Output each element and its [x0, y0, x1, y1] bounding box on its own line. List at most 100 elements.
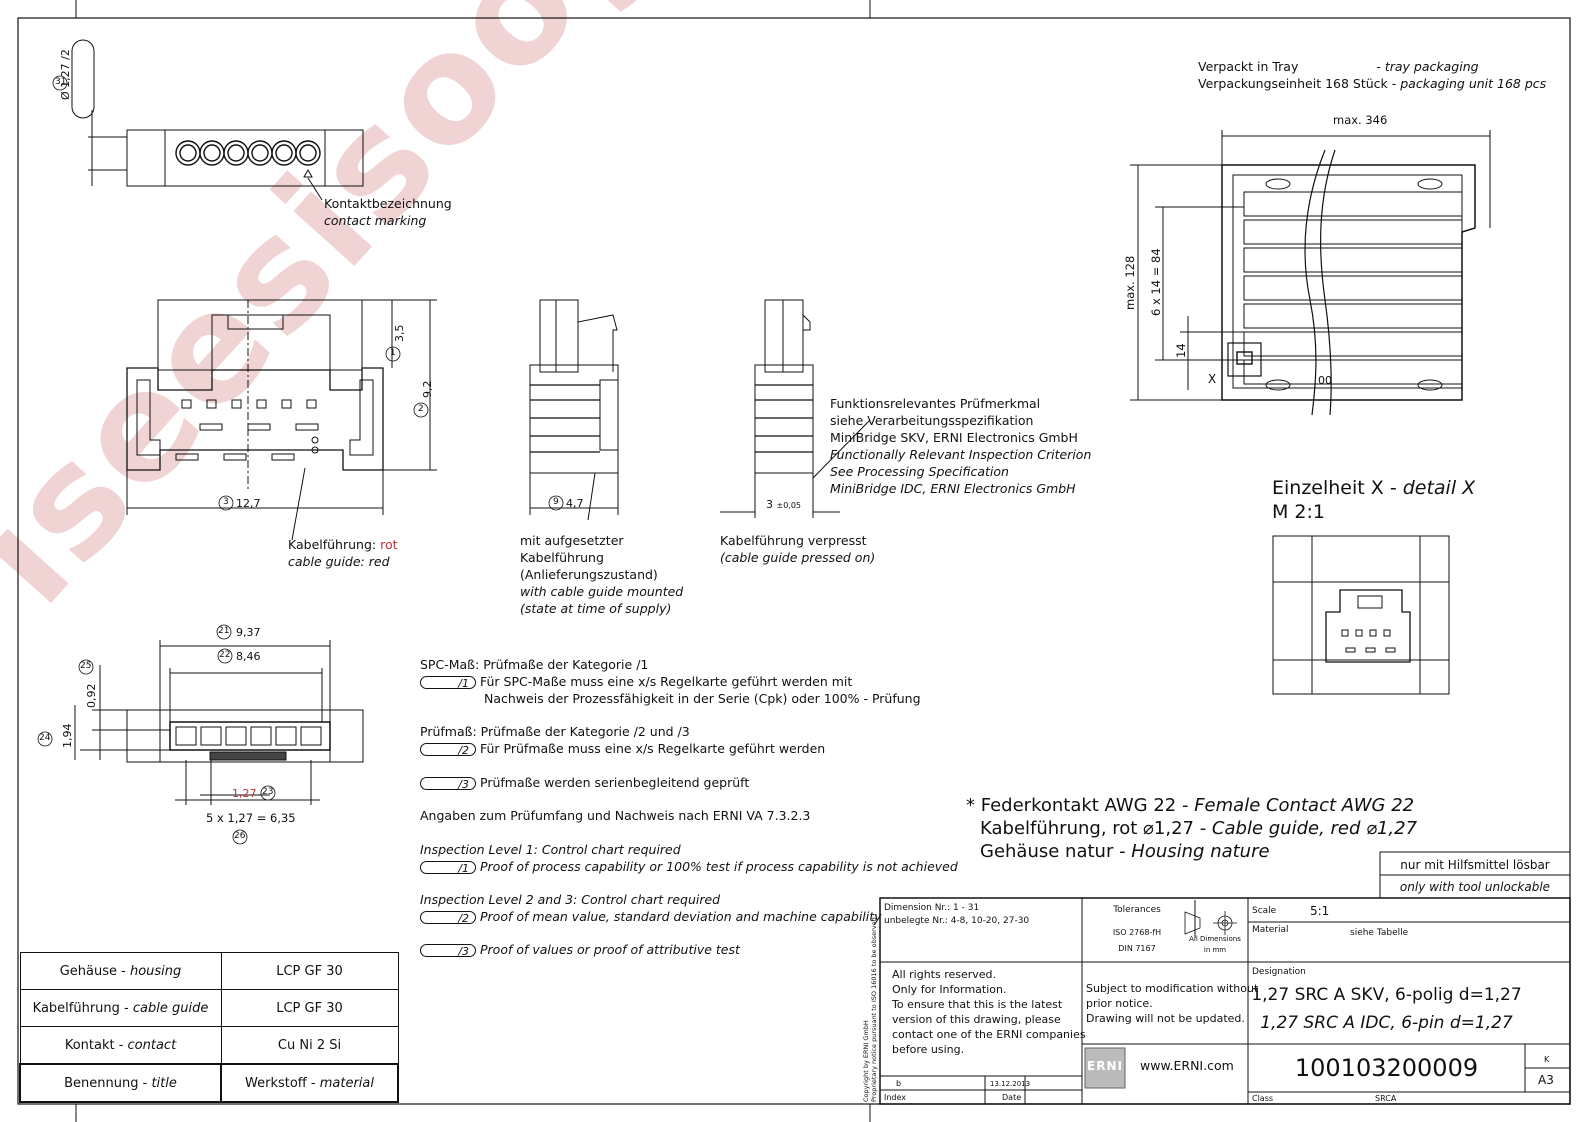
top-view: [74, 640, 364, 805]
dim-4-7: 4,7: [566, 497, 584, 510]
dim-9-2: 9,2: [421, 380, 434, 399]
side-view: [529, 299, 619, 521]
dim-1-94: 1,94: [61, 723, 74, 749]
sheet-frame: [17, 0, 1571, 1122]
dim-3: 3 ±0,05: [766, 498, 802, 511]
spc-row-1b: Nachweis der Prozessfähigkeit in der Ser…: [484, 691, 921, 706]
dimension-bubbles: [37, 75, 564, 845]
cable-guide-red-en: cable guide: red: [288, 554, 390, 569]
functional-en-2: See Processing Specification: [830, 464, 1009, 479]
tray: [1130, 130, 1491, 416]
erni-va-ref: Angaben zum Prüfumfang und Nachweis nach…: [420, 808, 811, 823]
tb-revision: K: [1544, 1055, 1550, 1064]
note-female-contact: * Federkontakt AWG 22 - Female Contact A…: [966, 795, 1415, 816]
material-table: Gehäuse - housing LCP GF 30 Kabelführung…: [19, 952, 399, 1103]
tray-max-128: max. 128: [1123, 255, 1137, 310]
tb-din: DIN 7167: [1118, 944, 1156, 953]
tb-index-label: Index: [884, 1093, 907, 1102]
dim-pitch: 5 x 1,27 = 6,35: [206, 811, 296, 825]
tray-line-2: Verpackungseinheit 168 Stück - packaging…: [1198, 76, 1547, 91]
table-row: Gehäuse - housing LCP GF 30: [19, 952, 399, 990]
bubble-2: 2: [418, 404, 424, 414]
bubble-25: 25: [80, 661, 92, 671]
side-label-5: (state at time of supply): [520, 601, 672, 616]
tb-rights-3: To ensure that this is the latest: [892, 998, 1063, 1011]
detail-x: [1272, 535, 1450, 695]
tb-rights-5: contact one of the ERNI companies: [892, 1028, 1086, 1041]
functional-en-3: MiniBridge IDC, ERNI Electronics GmbH: [830, 481, 1076, 496]
tb-iso: ISO 2768-fH: [1112, 928, 1162, 937]
contact-view: [71, 39, 364, 201]
tb-part-number: 100103200009: [1294, 1054, 1479, 1082]
functional-de-3: MiniBridge SKV, ERNI Electronics GmbH: [830, 430, 1078, 445]
dim-0-92: 0,92: [85, 683, 98, 709]
bubble-26: 26: [234, 831, 246, 841]
tray-oo: 00: [1318, 374, 1332, 387]
unlock-en: only with tool unlockable: [1399, 880, 1551, 894]
bubble-21: 21: [218, 626, 230, 636]
tray-pitch-14: 14: [1174, 343, 1188, 358]
tray-max-346: max. 346: [1333, 113, 1388, 127]
tb-dimension-nr: Dimension Nr.: 1 - 31: [884, 903, 980, 913]
tb-format: A3: [1538, 1073, 1554, 1087]
dim-9-37: 9,37: [236, 626, 261, 639]
erni-logo: ERNI: [1087, 1059, 1123, 1073]
tb-material-label: Material: [1252, 925, 1289, 935]
tb-rights-4: version of this drawing, please: [892, 1013, 1061, 1026]
tb-website[interactable]: www.ERNI.com: [1140, 1058, 1234, 1073]
note-housing: Gehäuse natur - Housing nature: [980, 841, 1270, 862]
pruef-heading: Prüfmaß: Prüfmaße der Kategorie /2 und /…: [420, 724, 690, 739]
pressed-view: [720, 299, 871, 518]
tb-proprietary: Proprietary notice pursuant to ISO 16016…: [870, 917, 878, 1102]
bubble-1: 1: [390, 348, 396, 358]
tb-designation-de: 1,27 SRC A SKV, 6-polig d=1,27: [1251, 985, 1522, 1005]
tray-rows: 6 x 14 = 84: [1149, 248, 1163, 316]
pressed-label-1: Kabelführung verpresst: [720, 533, 867, 548]
tb-material-value: siehe Tabelle: [1350, 928, 1409, 938]
side-label-1: mit aufgesetzter: [520, 533, 624, 548]
detail-scale: M 2:1: [1272, 501, 1326, 523]
tray-line-1: Verpackt in Tray- tray packaging: [1198, 59, 1479, 74]
tb-class-label: Class: [1252, 1094, 1274, 1103]
tb-subject-3: Drawing will not be updated.: [1086, 1012, 1245, 1025]
cable-guide-red-de: Kabelführung: rot: [288, 537, 398, 552]
functional-en-1: Functionally Relevant Inspection Criteri…: [830, 447, 1092, 462]
bubble-22: 22: [219, 650, 231, 660]
tb-date-label: Date: [1002, 1093, 1022, 1102]
dim-1-27: 1,27: [232, 787, 257, 800]
tb-all-dimensions: All Dimensions: [1189, 935, 1241, 943]
tray-detail-marker: X: [1208, 372, 1217, 386]
tb-rights-6: before using.: [892, 1043, 965, 1056]
note-cable-guide: Kabelführung, rot ⌀1,27 - Cable guide, r…: [980, 818, 1418, 839]
dim-3-5: 3,5: [393, 324, 406, 343]
inspection-level-2: Inspection Level 2 and 3: Control chart …: [420, 892, 721, 907]
contact-marking-en: contact marking: [324, 213, 427, 228]
side-label-3: (Anlieferungszustand): [520, 567, 658, 582]
tb-copyright: Copyright by ERNI GmbH: [862, 1020, 870, 1102]
tb-date-value: 13.12.2013: [990, 1080, 1031, 1088]
tb-scale-label: Scale: [1252, 906, 1277, 916]
tb-scale-value: 5:1: [1310, 904, 1330, 918]
contact-diameter-label: Ø 1,27 /2: [59, 49, 72, 100]
tb-in-mm: in mm: [1203, 946, 1227, 954]
front-view: [126, 299, 437, 541]
tb-rights-2: Only for Information.: [892, 983, 1007, 996]
tb-subject-1: Subject to modification without: [1086, 982, 1259, 995]
tb-subject-2: prior notice.: [1086, 997, 1153, 1010]
inspection-level-1: Inspection Level 1: Control chart requir…: [420, 842, 681, 857]
bubble-24: 24: [39, 733, 51, 743]
detail-title: Einzelheit X - detail X: [1272, 477, 1476, 499]
functional-de-1: Funktionsrelevantes Prüfmerkmal: [830, 396, 1041, 411]
spc-heading: SPC-Maß: Prüfmaße der Kategorie /1: [420, 657, 649, 672]
table-header-row: Benennung - title Werkstoff - material: [19, 1063, 399, 1103]
side-label-2: Kabelführung: [520, 550, 604, 565]
tb-unbelegt: unbelegte Nr.: 4-8, 10-20, 27-30: [884, 916, 1030, 926]
tb-designation-label: Designation: [1252, 967, 1306, 977]
tb-designation-en: 1,27 SRC A IDC, 6-pin d=1,27: [1260, 1013, 1513, 1033]
